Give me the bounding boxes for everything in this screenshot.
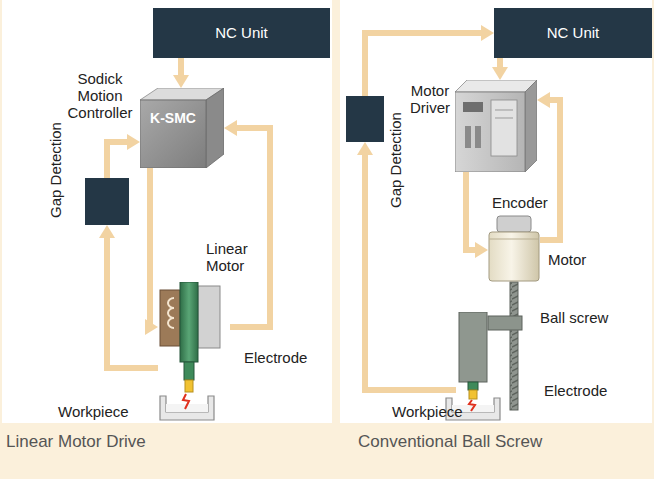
flow-arrow (537, 92, 560, 240)
ball-screw (510, 282, 518, 410)
flow-arrow (492, 58, 508, 80)
arrow-head (127, 134, 140, 150)
flow-line (230, 128, 270, 327)
box-label: K-SMC (140, 110, 206, 127)
arrow-head (173, 75, 189, 88)
flow-arrow (357, 142, 456, 390)
arrow-head (357, 142, 373, 155)
part-label: Linear Motor (206, 240, 262, 274)
panel (340, 0, 652, 423)
caption: Conventional Ball Screw (358, 432, 542, 452)
spark (469, 400, 475, 411)
flow-line (178, 58, 184, 77)
part-label: Motor (548, 251, 586, 268)
arrow-head (481, 25, 494, 41)
flow-arrow (107, 134, 140, 178)
arrow-head (492, 67, 508, 80)
gap-detection-box: Gap Detection (85, 178, 129, 225)
flow-arrow (145, 168, 158, 335)
part-label: Encoder (492, 194, 548, 211)
nc-unit-box: NC Unit (153, 8, 330, 58)
ball-nut (488, 316, 522, 330)
part-label: Ball screw (540, 309, 608, 326)
spark (183, 394, 189, 409)
gap-detection-box: Gap Detection (346, 96, 384, 142)
arrow-head (224, 120, 237, 136)
part-label: Gap Detection (387, 75, 405, 245)
motor-driver-box: Motor Driver (455, 80, 537, 172)
arrow-head (475, 242, 488, 258)
flow-line (107, 142, 129, 178)
part-label: Electrode (544, 382, 607, 399)
part-label: Sodick Motion Controller (66, 70, 134, 121)
flow-arrow (99, 225, 158, 368)
servo-motor: EncoderMotor (488, 215, 540, 282)
flow-line (365, 153, 456, 390)
flow-line (540, 100, 560, 240)
flow-arrow (466, 172, 488, 258)
part-label: Workpiece (392, 403, 463, 420)
workpiece (160, 396, 214, 420)
linear-motor: Linear Motor (158, 282, 230, 394)
motion-controller-box: Sodick Motion ControllerK-SMC (140, 88, 224, 168)
electrode-holder: Electrode (456, 312, 490, 400)
part-label: Gap Detection (47, 85, 65, 255)
arrow-head (145, 319, 158, 335)
caption: Linear Motor Drive (6, 432, 146, 452)
flow-arrow (224, 120, 270, 327)
flow-arrow (173, 58, 189, 88)
flow-line (107, 236, 158, 368)
nc-unit-box: NC Unit (494, 8, 652, 58)
part-label: Electrode (244, 349, 307, 366)
arrow-head (99, 225, 115, 238)
part-label: Workpiece (58, 403, 129, 420)
box-label: NC Unit (153, 8, 330, 58)
arrow-head (537, 92, 550, 108)
part-label: Motor Driver (407, 82, 453, 116)
flow-line (466, 172, 477, 250)
flow-line (147, 168, 150, 327)
box-label: NC Unit (494, 8, 652, 58)
panel (2, 0, 332, 423)
